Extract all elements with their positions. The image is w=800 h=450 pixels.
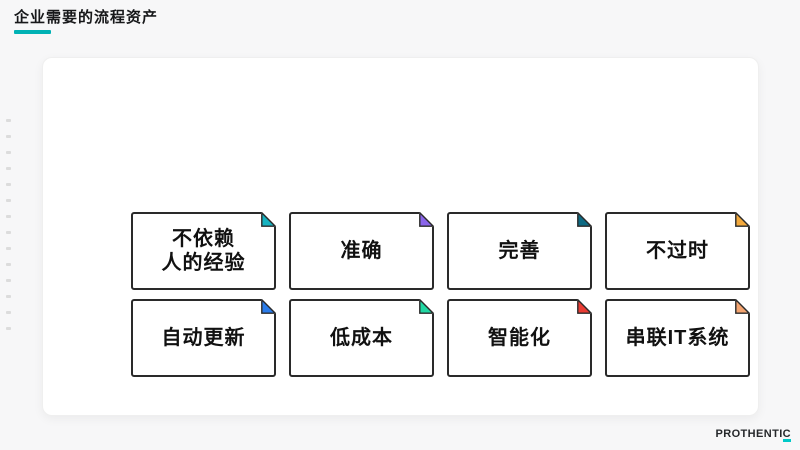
title-underline	[14, 30, 51, 34]
note-accurate: 准确	[289, 212, 434, 290]
note-label: 不依赖 人的经验	[161, 227, 246, 274]
folded-corner-icon	[577, 299, 592, 314]
note-auto-update: 自动更新	[131, 299, 276, 377]
slide-card: 不依赖 人的经验 准确 完善 不过时 自动更新	[42, 57, 759, 416]
note-no-human-experience: 不依赖 人的经验	[131, 212, 276, 290]
folded-corner-icon	[735, 299, 750, 314]
left-edge-ticks	[6, 119, 11, 330]
folded-corner-icon	[419, 212, 434, 227]
note-complete: 完善	[447, 212, 592, 290]
notes-grid: 不依赖 人的经验 准确 完善 不过时 自动更新	[131, 212, 750, 377]
folded-corner-icon	[577, 212, 592, 227]
page-title: 企业需要的流程资产	[14, 9, 159, 26]
note-connect-it-systems: 串联IT系统	[605, 299, 750, 377]
note-label: 低成本	[330, 326, 393, 349]
folded-corner-icon	[261, 299, 276, 314]
note-label: 串联IT系统	[625, 326, 730, 349]
folded-corner-icon	[735, 212, 750, 227]
note-intelligent: 智能化	[447, 299, 592, 377]
note-label: 完善	[498, 239, 541, 262]
note-not-outdated: 不过时	[605, 212, 750, 290]
note-label: 准确	[340, 239, 383, 262]
note-low-cost: 低成本	[289, 299, 434, 377]
brand-logo: PROTHENTIC	[715, 428, 791, 442]
folded-corner-icon	[261, 212, 276, 227]
logo-accent-bar	[783, 439, 791, 442]
note-label: 自动更新	[161, 326, 246, 349]
folded-corner-icon	[419, 299, 434, 314]
brand-logo-text: PROTHENTIC	[715, 428, 791, 440]
note-label: 不过时	[646, 239, 709, 262]
note-label: 智能化	[488, 326, 551, 349]
